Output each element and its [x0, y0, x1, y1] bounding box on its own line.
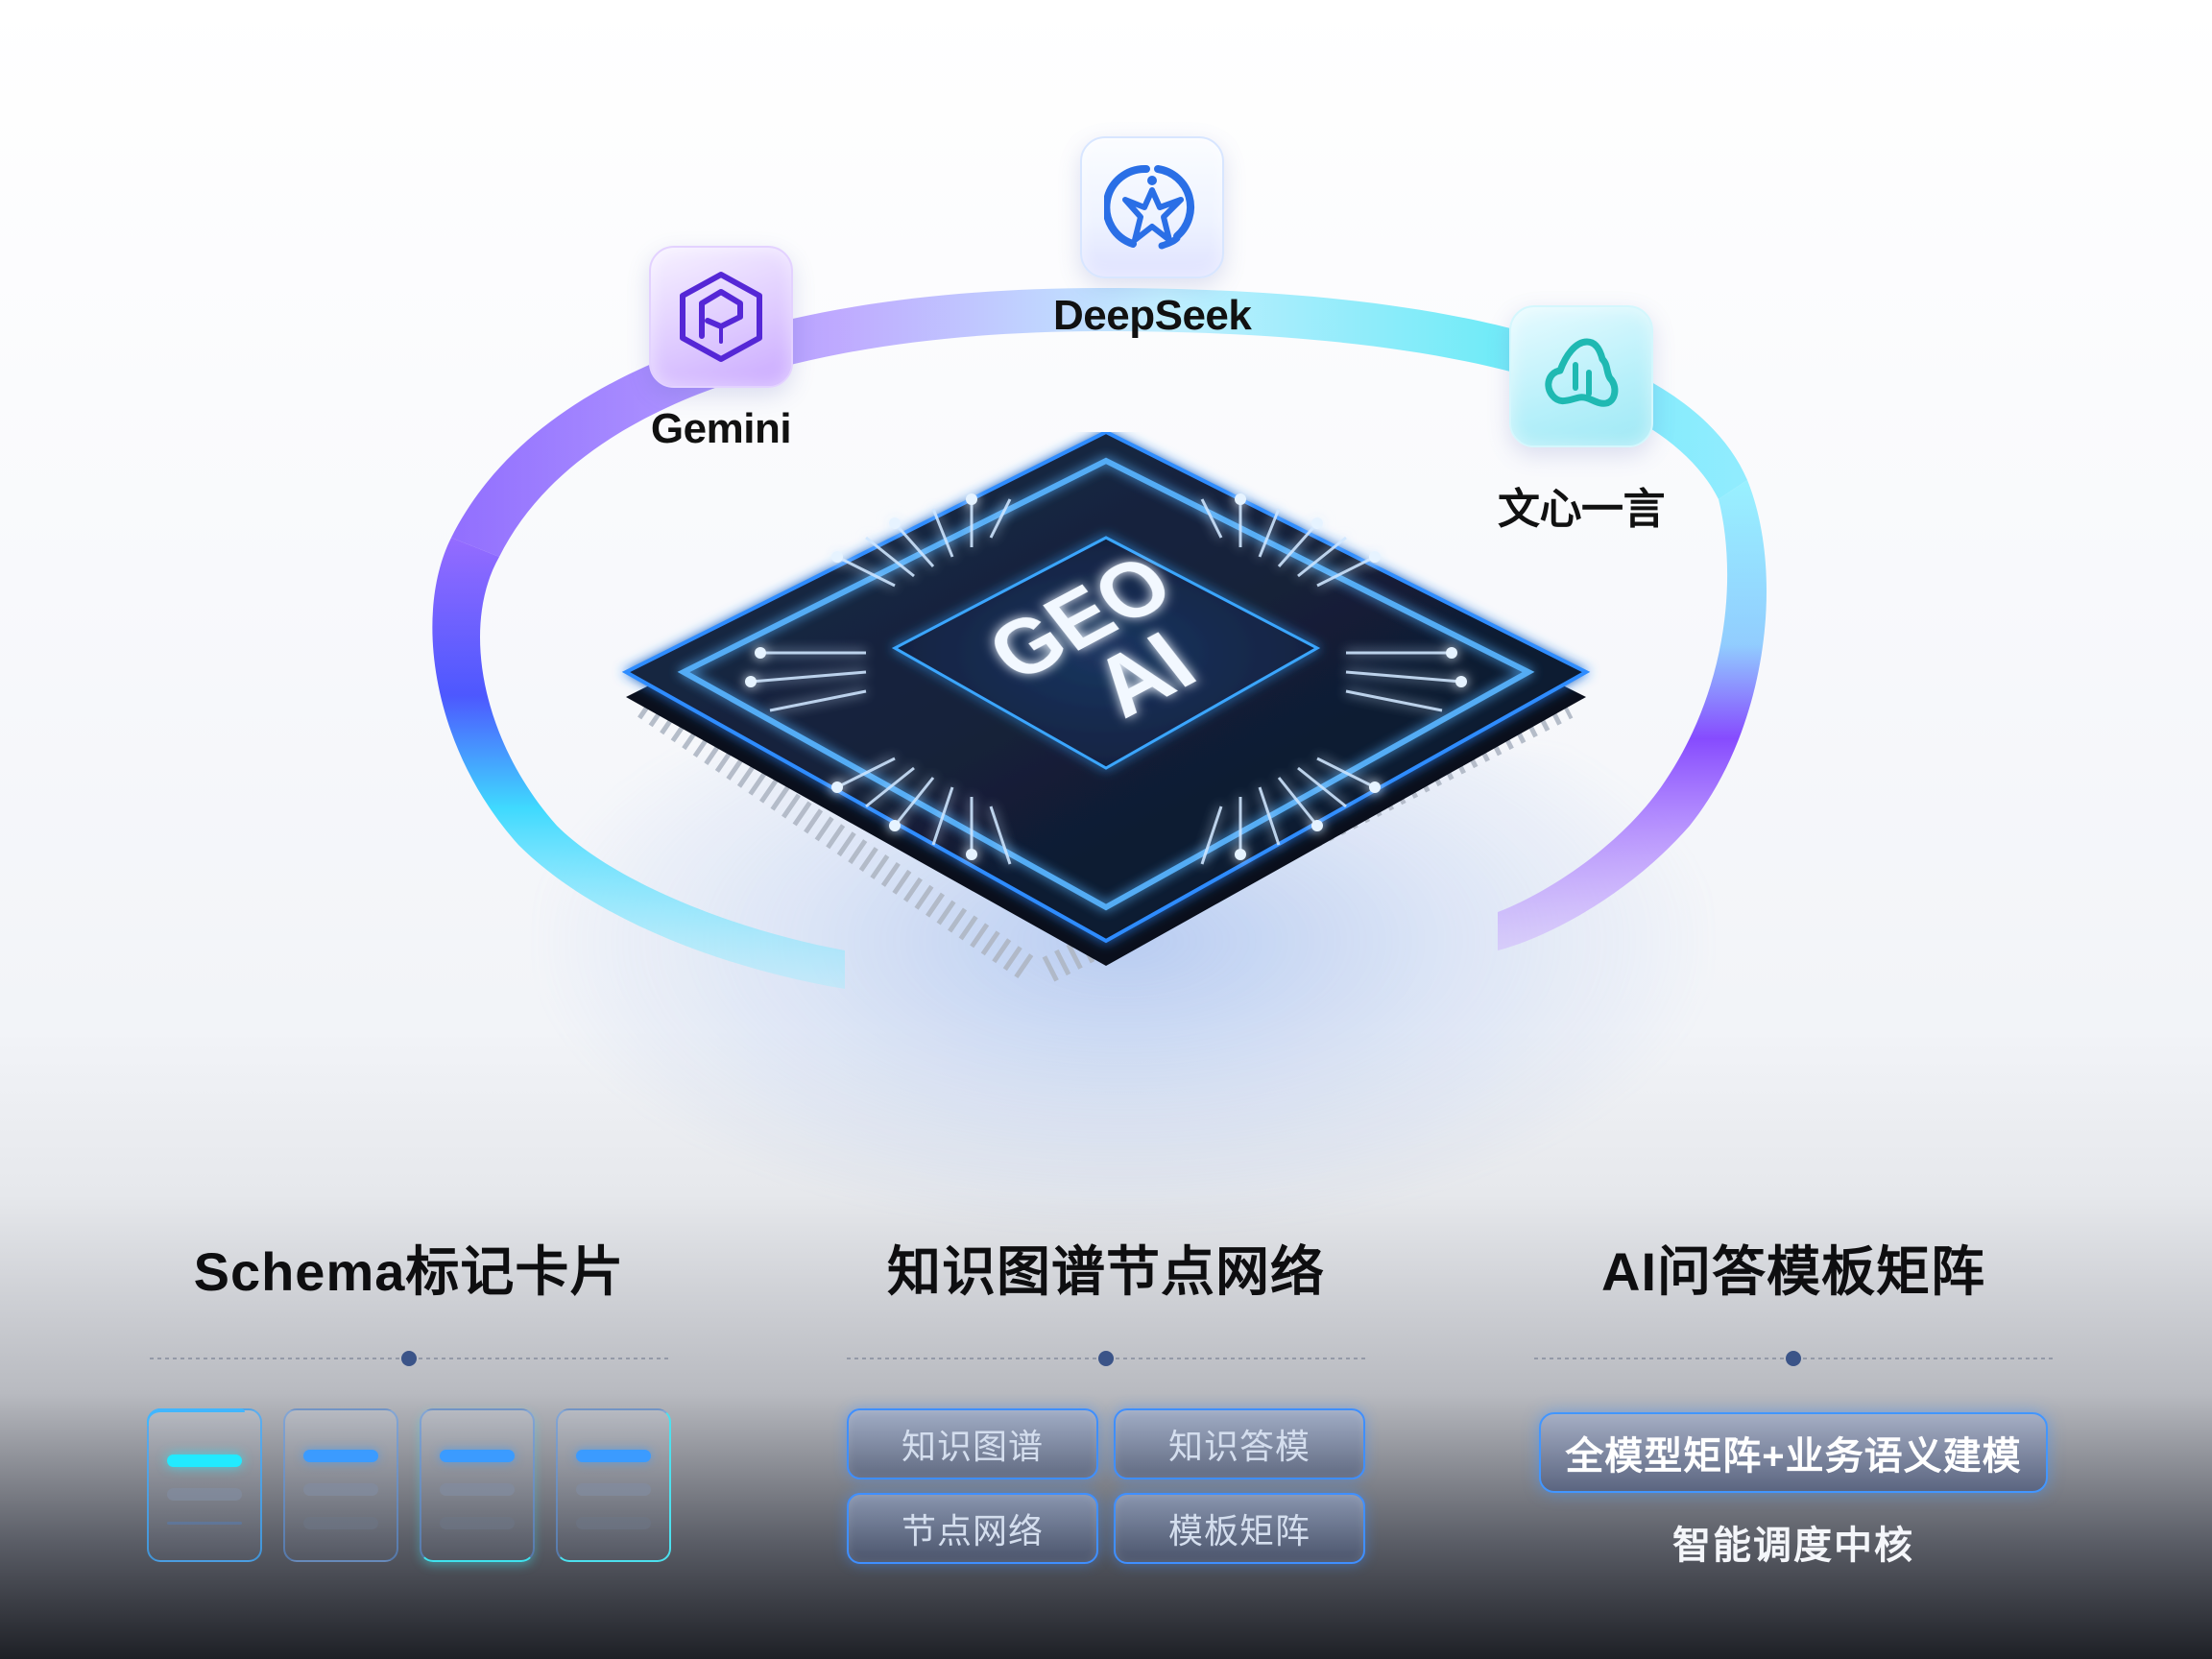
qa-highlight-box: 全模型矩阵+业务语义建模	[1539, 1412, 2048, 1493]
divider-dot	[401, 1351, 417, 1366]
kg-tag-grid: 知识图谱 知识答模 节点网络 模板矩阵	[847, 1408, 1365, 1564]
card-line	[167, 1521, 242, 1525]
qa-subtitle: 智能调度中核	[1672, 1525, 1914, 1567]
card-line-primary	[440, 1449, 515, 1462]
card-line	[303, 1482, 378, 1496]
kg-tag: 知识图谱	[847, 1408, 1098, 1479]
wenxin-logo-card	[1509, 305, 1653, 447]
schema-card	[283, 1408, 398, 1562]
dotted-divider	[847, 1349, 1365, 1368]
geo-ai-chip: GEO AI	[607, 429, 1605, 1046]
schema-card	[556, 1408, 671, 1562]
card-line	[576, 1516, 651, 1529]
section-title: 知识图谱节点网络	[887, 1241, 1325, 1302]
schema-card-row	[147, 1408, 671, 1562]
card-line	[303, 1516, 378, 1529]
model-gemini: Gemini	[649, 246, 793, 453]
kg-tag: 模板矩阵	[1114, 1493, 1365, 1564]
hexagon-cube-icon	[680, 272, 762, 362]
dotted-divider	[1534, 1349, 2053, 1368]
section-schema-cards: Schema标记卡片	[63, 1234, 755, 1562]
card-line-primary	[576, 1449, 651, 1462]
deepseek-logo-card	[1080, 136, 1225, 278]
card-line	[440, 1516, 515, 1529]
cloud-bars-icon	[1545, 338, 1619, 407]
deepseek-label: DeepSeek	[1053, 292, 1252, 339]
gemini-logo-card	[649, 246, 793, 388]
section-ai-qa-matrix: AI问答模板矩阵 全模型矩阵+业务语义建模 智能调度中核	[1448, 1234, 2139, 1570]
card-line	[576, 1482, 651, 1496]
schema-card	[147, 1408, 262, 1562]
section-title: AI问答模板矩阵	[1601, 1241, 1985, 1302]
section-title: Schema标记卡片	[193, 1241, 625, 1302]
card-line-primary	[167, 1454, 242, 1467]
star-circle-icon	[1104, 164, 1195, 250]
kg-tag: 节点网络	[847, 1493, 1098, 1564]
card-line	[167, 1487, 242, 1501]
gemini-label: Gemini	[650, 405, 792, 452]
divider-dot	[1098, 1351, 1114, 1366]
wenxin-label: 文心一言	[1498, 486, 1666, 533]
model-wenxin: 文心一言	[1498, 305, 1666, 536]
dotted-divider	[150, 1349, 668, 1368]
card-line-primary	[303, 1449, 378, 1462]
divider-dot	[1786, 1351, 1801, 1366]
card-line	[440, 1482, 515, 1496]
kg-tag: 知识答模	[1114, 1408, 1365, 1479]
model-deepseek: DeepSeek	[1053, 136, 1252, 340]
schema-card	[420, 1408, 535, 1562]
section-knowledge-graph: 知识图谱节点网络 知识图谱 知识答模 节点网络 模板矩阵	[760, 1234, 1452, 1564]
